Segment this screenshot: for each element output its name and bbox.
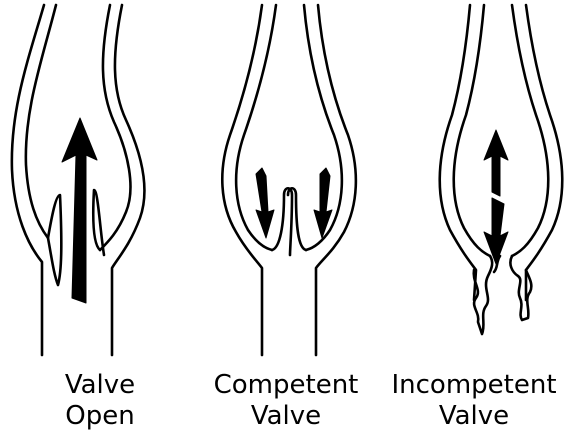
arrow-up-icon [484, 130, 508, 196]
vein-wall-inner-left [26, 5, 56, 238]
valve-leaflet-left [48, 195, 61, 285]
vein-wall-outer-right [526, 5, 562, 300]
caption-valve-open: Valve Open [10, 370, 190, 432]
valve-leaflet-right [93, 190, 104, 255]
vein-valve-incompetent [440, 5, 563, 334]
arrow-up-icon [62, 118, 97, 303]
caption-line: Valve [10, 370, 190, 401]
valve-leaflet-left [272, 188, 292, 255]
vein-wall-outer-left [440, 5, 476, 300]
caption-line: Competent [196, 370, 376, 401]
caption-line: Open [10, 401, 190, 432]
valve-leaflet-left [474, 256, 492, 334]
vein-wall-inner-left [454, 5, 490, 256]
vein-wall-outer-right [112, 5, 144, 355]
vein-wall-inner-right [512, 5, 548, 256]
caption-line: Incompetent [384, 370, 564, 401]
vein-valve-competent [222, 5, 356, 355]
arrow-down-icon [314, 168, 332, 238]
vein-valve-open [12, 5, 145, 355]
vein-wall-outer-left [222, 5, 262, 355]
arrow-down-icon [256, 168, 274, 238]
caption-line: Valve [384, 401, 564, 432]
caption-line: Valve [196, 401, 376, 432]
caption-incompetent-valve: Incompetent Valve [384, 370, 564, 432]
caption-competent-valve: Competent Valve [196, 370, 376, 432]
